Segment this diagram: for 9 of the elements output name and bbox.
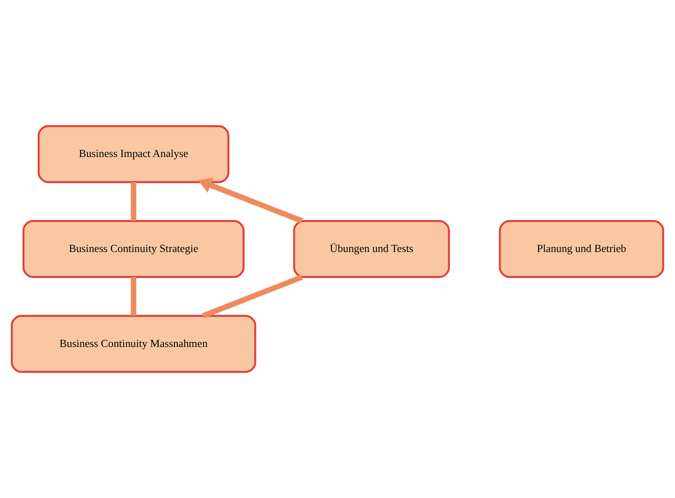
node-box: Übungen und Tests bbox=[293, 220, 450, 278]
connector bbox=[202, 274, 304, 318]
node-box: Business Continuity Strategie bbox=[22, 220, 245, 278]
node-box: Business Continuity Massnahmen bbox=[10, 314, 256, 373]
connector bbox=[130, 277, 136, 316]
connector bbox=[130, 182, 136, 221]
node-box: Business Impact Analyse bbox=[38, 125, 230, 184]
arrow bbox=[198, 178, 303, 224]
node-box: Planung und Betrieb bbox=[498, 220, 664, 278]
